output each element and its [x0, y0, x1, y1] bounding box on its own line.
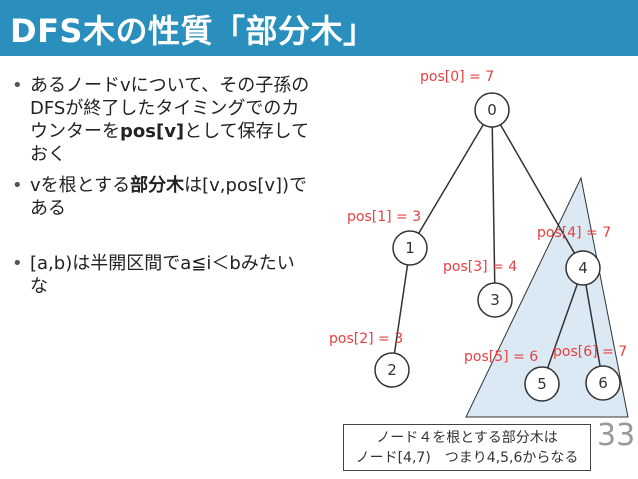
bullet-item: [a,b)は半開区間でa≦i＜bみたいな: [12, 252, 312, 298]
tree-node-2: 2: [374, 352, 410, 388]
tree-edge: [391, 247, 411, 371]
pos-label: pos[3] = 4: [443, 259, 517, 275]
tree-node-1: 1: [392, 230, 428, 266]
subtree-highlight: [465, 176, 629, 418]
pos-label: pos[4] = 7: [537, 225, 611, 241]
bullet-item: vを根とする部分木は[v,pos[v])である: [12, 174, 312, 220]
node-label: 2: [387, 361, 397, 379]
node-label: 0: [487, 101, 497, 119]
note-line: ノード[4,7) つまり4,5,6からなる: [355, 450, 579, 466]
pos-label: pos[1] = 3: [347, 209, 421, 225]
tree-edge: [541, 267, 584, 385]
bullet-list: あるノードvについて、その子孫のDFSが終了したタイミングでのカウンターをpos…: [12, 74, 312, 306]
node-label: 1: [405, 239, 415, 257]
node-label: 4: [578, 259, 588, 277]
bullet-text: vを根とする: [30, 175, 131, 196]
bullet-text: は[v,pos[v])である: [30, 175, 308, 219]
bullet-text: あるノードvについて、その子孫のDFSが終了したタイミングでのカウンターを: [30, 75, 310, 142]
tree-node-5: 5: [524, 366, 560, 402]
pos-label: pos[2] = 3: [329, 331, 403, 347]
bullet-bold-text: pos[v]: [120, 121, 185, 142]
bullet-item: あるノードvについて、その子孫のDFSが終了したタイミングでのカウンターをpos…: [12, 74, 312, 166]
tree-edge: [409, 109, 493, 249]
node-label: 5: [537, 375, 547, 393]
node-label: 6: [598, 374, 608, 392]
note-line: ノード４を根とする部分木は: [376, 430, 558, 446]
tree-node-3: 3: [477, 282, 513, 318]
bullet-bold-text: 部分木: [130, 175, 185, 196]
tree-node-6: 6: [585, 365, 621, 401]
tree-edge: [491, 109, 496, 301]
bullet-text: [a,b)は半開区間でa≦i＜bみたいな: [30, 253, 295, 297]
title-bar: DFS木の性質「部分木」: [0, 0, 638, 56]
pos-label: pos[5] = 6: [464, 349, 538, 365]
pos-label: pos[6] = 7: [553, 344, 627, 360]
node-label: 3: [490, 291, 500, 309]
slide-title: DFS木の性質「部分木」: [10, 12, 376, 50]
page-number: 33: [597, 418, 636, 453]
bullet-text: として保存しておく: [30, 121, 310, 165]
pos-label: pos[0] = 7: [420, 69, 494, 85]
tree-node-4: 4: [565, 250, 601, 286]
tree-node-0: 0: [474, 92, 510, 128]
note-box: ノード４を根とする部分木は ノード[4,7) つまり4,5,6からなる: [343, 424, 591, 471]
tree-edge: [582, 267, 604, 384]
tree-edge: [491, 109, 584, 269]
